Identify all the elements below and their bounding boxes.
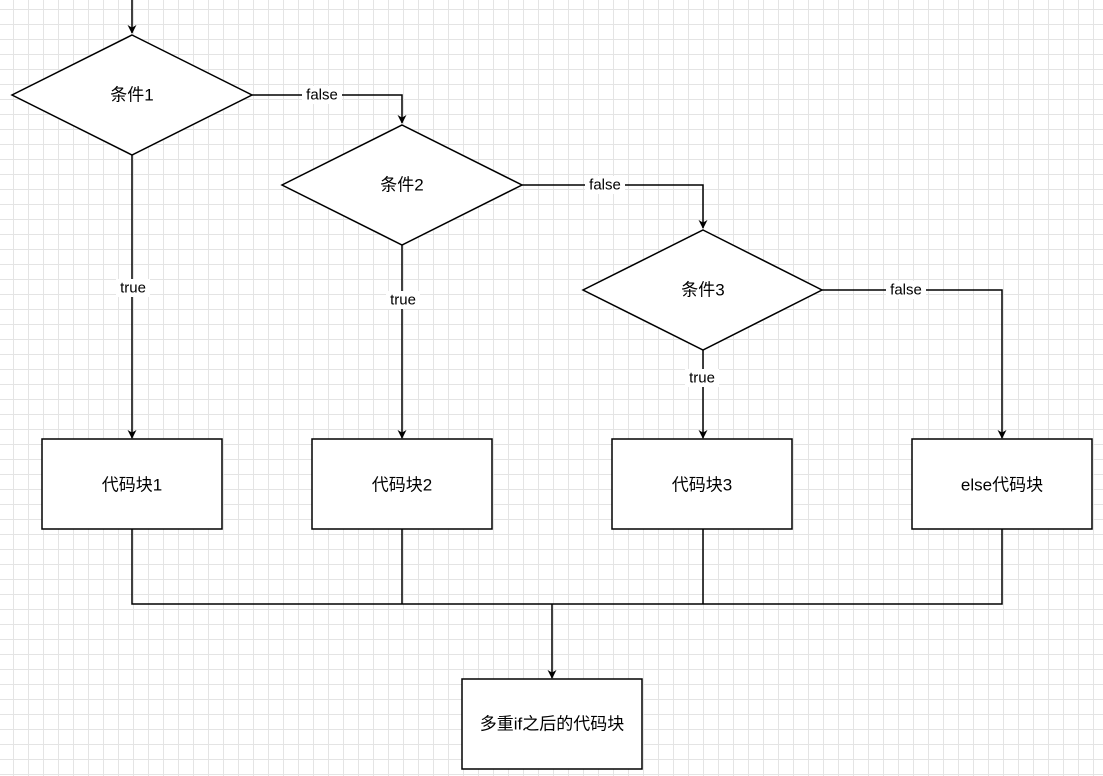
decision-cond2-label: 条件2 bbox=[380, 176, 423, 195]
label-cond1-true: true bbox=[120, 280, 146, 297]
process-block2-label: 代码块2 bbox=[372, 476, 432, 495]
process-after-block-label: 多重if之后的代码块 bbox=[480, 715, 625, 734]
decision-cond3-label: 条件3 bbox=[681, 281, 724, 300]
process-block1: 代码块1 bbox=[41, 438, 223, 530]
edge-cond2-false bbox=[522, 184, 708, 229]
edge-cond3-false bbox=[822, 289, 1007, 439]
edges bbox=[127, 0, 1007, 679]
label-cond2-true: true bbox=[390, 292, 416, 309]
process-block3: 代码块3 bbox=[611, 438, 793, 530]
process-else-block: else代码块 bbox=[911, 438, 1093, 530]
decision-cond3: 条件3 bbox=[581, 229, 824, 351]
label-cond1-false: false bbox=[306, 87, 338, 104]
decision-cond2: 条件2 bbox=[280, 124, 524, 246]
label-cond3-false: false bbox=[890, 282, 922, 299]
process-block1-label: 代码块1 bbox=[102, 476, 162, 495]
edge-labels: false true false true false true bbox=[116, 86, 926, 387]
process-else-block-label: else代码块 bbox=[961, 476, 1043, 495]
label-cond3-true: true bbox=[689, 370, 715, 387]
process-block3-label: 代码块3 bbox=[672, 476, 732, 495]
process-block2: 代码块2 bbox=[311, 438, 493, 530]
decision-cond1-label: 条件1 bbox=[110, 86, 153, 105]
merge-line bbox=[131, 529, 1003, 605]
decision-cond1: 条件1 bbox=[10, 34, 254, 156]
label-cond2-false: false bbox=[589, 177, 621, 194]
process-after-block: 多重if之后的代码块 bbox=[461, 678, 643, 770]
